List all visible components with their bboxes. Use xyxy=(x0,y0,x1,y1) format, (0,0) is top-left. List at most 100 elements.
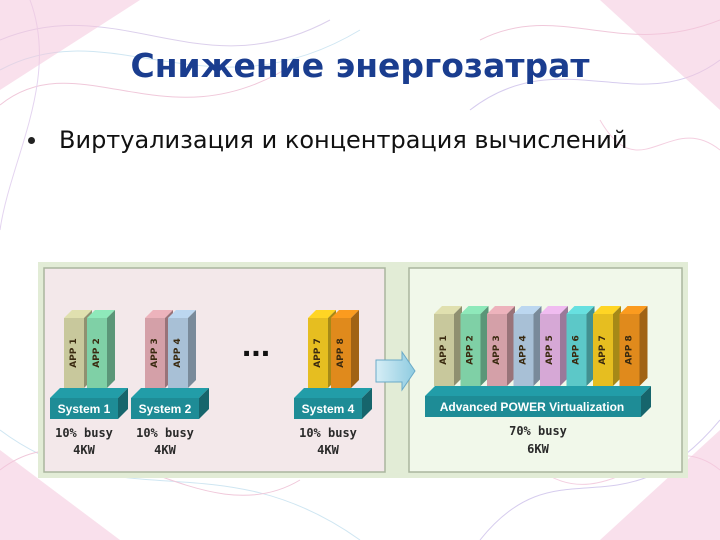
box-top xyxy=(593,306,621,314)
virtualized-app-block: APP 4 xyxy=(513,306,542,386)
app-8-block: APP 8 xyxy=(331,310,359,388)
box-side xyxy=(199,388,209,419)
app-label: APP 5 xyxy=(545,335,555,365)
box-side xyxy=(586,306,595,386)
virtualized-group: APP 1 APP 2 APP 3 APP 4 APP 5 APP 6 APP 7 APP 8… xyxy=(425,306,651,456)
box-top xyxy=(434,306,462,314)
app-label: APP 3 xyxy=(150,338,160,368)
box-side xyxy=(188,310,196,388)
app-4-block: APP 4 xyxy=(168,310,196,388)
bullet-icon xyxy=(28,136,35,144)
virtualized-app-block: APP 2 xyxy=(460,306,489,386)
app-label: APP 6 xyxy=(572,335,582,365)
box-front xyxy=(566,314,587,386)
arrow-icon xyxy=(375,350,416,392)
box-side xyxy=(533,306,542,386)
box-side xyxy=(480,306,489,386)
system-2-label: System 2 xyxy=(139,402,192,416)
box-top xyxy=(308,310,336,318)
box-side xyxy=(362,388,372,419)
box-top xyxy=(487,306,515,314)
box-top xyxy=(331,310,359,318)
box-top xyxy=(294,388,372,398)
box-top xyxy=(145,310,173,318)
box-side xyxy=(639,306,648,386)
system-4-base xyxy=(294,388,372,419)
box-side xyxy=(351,310,359,388)
app-label: APP 7 xyxy=(598,335,608,365)
app-label: APP 3 xyxy=(492,335,502,365)
box-top xyxy=(425,386,651,396)
app-label: APP 1 xyxy=(439,335,449,365)
ellipsis: ... xyxy=(242,326,270,364)
box-front xyxy=(64,318,84,388)
app-label: APP 8 xyxy=(336,338,346,368)
box-front xyxy=(145,318,165,388)
box-top xyxy=(64,310,92,318)
app-label: APP 4 xyxy=(173,338,183,368)
virtualized-app-block: APP 7 xyxy=(593,306,621,386)
box-front xyxy=(131,398,199,419)
box-front xyxy=(87,318,107,388)
box-front xyxy=(487,314,507,386)
box-side xyxy=(107,310,115,388)
box-front xyxy=(168,318,188,388)
box-front xyxy=(50,398,118,419)
virtualized-apps: APP 1 APP 2 APP 3 APP 4 APP 5 APP 6 APP 7 APP 8 xyxy=(434,306,648,386)
system-4-load: 10% busy xyxy=(299,426,357,440)
system-2-load: 10% busy xyxy=(136,426,194,440)
box-front xyxy=(540,314,560,386)
box-front xyxy=(434,314,454,386)
box-top xyxy=(460,306,489,314)
app-label: APP 1 xyxy=(69,338,79,368)
app-label: APP 2 xyxy=(466,335,476,365)
app-label: APP 8 xyxy=(625,335,635,365)
box-top xyxy=(168,310,196,318)
virtualized-app-block: APP 8 xyxy=(619,306,648,386)
virtualized-app-block: APP 6 xyxy=(566,306,595,386)
virtualized-app-block: APP 1 xyxy=(434,306,462,386)
box-side xyxy=(613,306,621,386)
app-2-block: APP 2 xyxy=(87,310,115,388)
virtualized-app-block: APP 5 xyxy=(540,306,568,386)
system-1-power: 4KW xyxy=(73,443,95,457)
box-front xyxy=(619,314,640,386)
box-front xyxy=(294,398,362,419)
box-side xyxy=(560,306,568,386)
bullet-item: Виртуализация и концентрация вычислений xyxy=(28,126,627,154)
bullet-text: Виртуализация и концентрация вычислений xyxy=(59,126,628,154)
box-top xyxy=(566,306,595,314)
box-side xyxy=(118,388,128,419)
box-side xyxy=(507,306,515,386)
system-4-group: APP 7 APP 8 System 4 10% busy 4KW xyxy=(294,310,372,457)
box-front xyxy=(425,396,641,417)
platform-label: Advanced POWER Virtualization xyxy=(440,400,624,414)
box-top xyxy=(540,306,568,314)
app-label: APP 7 xyxy=(313,338,323,368)
box-top xyxy=(50,388,128,398)
box-top xyxy=(619,306,648,314)
box-front xyxy=(331,318,351,388)
system-2-power: 4KW xyxy=(154,443,176,457)
box-top xyxy=(87,310,115,318)
system-2-base xyxy=(131,388,209,419)
box-top xyxy=(513,306,542,314)
virtualized-power: 6KW xyxy=(527,442,549,456)
system-1-base xyxy=(50,388,128,419)
box-top xyxy=(131,388,209,398)
slide-title: Снижение энергозатрат xyxy=(130,46,590,85)
app-label: APP 2 xyxy=(92,338,102,368)
box-front xyxy=(593,314,613,386)
virtualized-app-block: APP 3 xyxy=(487,306,515,386)
system-4-label: System 4 xyxy=(302,402,355,416)
system-1-group: APP 1 APP 2 System 1 10% busy 4KW xyxy=(50,310,128,457)
system-2-group: APP 3 APP 4 System 2 10% busy 4KW xyxy=(131,310,209,457)
box-front xyxy=(308,318,328,388)
system-1-label: System 1 xyxy=(58,402,111,416)
virtualization-platform-base xyxy=(425,386,651,417)
system-1-load: 10% busy xyxy=(55,426,113,440)
app-label: APP 4 xyxy=(519,335,529,365)
box-front xyxy=(460,314,481,386)
